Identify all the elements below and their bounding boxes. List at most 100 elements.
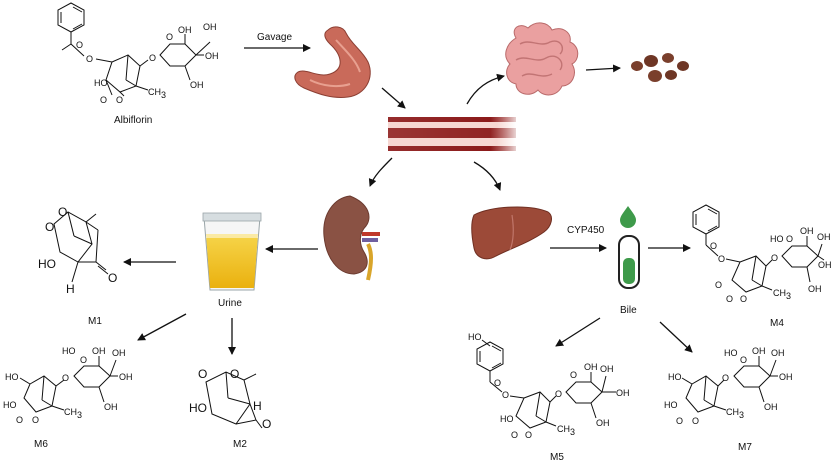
svg-text:O: O: [262, 417, 271, 431]
svg-text:O: O: [715, 280, 722, 290]
label-bile: Bile: [620, 305, 637, 316]
svg-text:O: O: [45, 220, 54, 234]
blood-vessel: [388, 117, 516, 151]
label-m4: M4: [770, 318, 784, 329]
svg-text:3: 3: [161, 90, 166, 100]
svg-text:OH: OH: [584, 362, 598, 372]
svg-text:OH: OH: [596, 418, 610, 428]
svg-text:OH: OH: [112, 348, 126, 358]
svg-text:OH: OH: [178, 25, 192, 35]
svg-text:OH: OH: [190, 80, 204, 90]
svg-text:O: O: [100, 95, 107, 105]
label-m6: M6: [34, 439, 48, 450]
svg-text:OH: OH: [764, 402, 778, 412]
urine-cup-illustration: [202, 212, 262, 291]
svg-text:O: O: [740, 355, 747, 365]
svg-text:HO: HO: [5, 372, 19, 382]
svg-text:O: O: [726, 294, 733, 304]
label-m7: M7: [738, 442, 752, 453]
bile-tube-illustration: [618, 206, 640, 289]
label-m1: M1: [88, 316, 102, 327]
m6-structure: HO HO O O CH 3 O O OH HO OH OH OH: [3, 346, 133, 425]
svg-text:H: H: [66, 282, 75, 296]
arrow-stomach-vessel: [381, 87, 406, 109]
arrow-urine-m6: [137, 313, 187, 341]
svg-text:O: O: [62, 373, 69, 383]
svg-text:O: O: [692, 416, 699, 426]
m7-structure: HO HO O O CH 3 O O OH HO OH OH OH: [664, 346, 793, 426]
svg-text:OH: OH: [800, 226, 814, 236]
svg-text:3: 3: [739, 410, 744, 420]
svg-text:OH: OH: [104, 402, 118, 412]
label-albiflorin: Albiflorin: [114, 115, 152, 126]
svg-text:O: O: [149, 53, 156, 63]
m1-structure: O O O HO H: [38, 205, 117, 296]
svg-text:OH: OH: [752, 346, 766, 356]
svg-text:O: O: [710, 241, 717, 251]
svg-text:O: O: [198, 367, 207, 381]
svg-text:CH: CH: [773, 288, 786, 298]
svg-text:3: 3: [786, 291, 791, 301]
svg-text:O: O: [116, 95, 123, 105]
albiflorin-structure: O O HO O O CH 3 O O OH OH OH OH: [57, 2, 219, 105]
arrow-bile-m5: [555, 317, 601, 347]
arrow-intestine-feces: [585, 64, 621, 73]
svg-text:3: 3: [570, 427, 575, 437]
svg-text:OH: OH: [817, 232, 831, 242]
svg-text:CH: CH: [726, 407, 739, 417]
svg-text:OH: OH: [818, 260, 832, 270]
arrow-vessel-liver: [473, 161, 502, 191]
svg-text:HO: HO: [664, 400, 678, 410]
svg-text:O: O: [58, 205, 67, 219]
feces-illustration: [631, 53, 689, 82]
svg-text:O: O: [525, 430, 532, 440]
kidney-illustration: [323, 195, 380, 281]
svg-text:OH: OH: [616, 388, 630, 398]
m4-structure: O O O O O CH 3 O O OH HO OH OH OH: [692, 204, 832, 304]
stomach-illustration: [294, 26, 371, 98]
svg-text:HO: HO: [94, 78, 108, 88]
svg-text:3: 3: [77, 410, 82, 420]
svg-text:CH: CH: [148, 87, 161, 97]
svg-text:HO: HO: [38, 257, 56, 271]
intestine-illustration: [505, 22, 579, 96]
arrow-bile-m7: [659, 321, 693, 353]
svg-text:OH: OH: [92, 346, 106, 356]
svg-text:OH: OH: [203, 22, 217, 32]
label-m5: M5: [550, 452, 564, 463]
svg-text:O: O: [511, 430, 518, 440]
svg-text:O: O: [494, 378, 501, 388]
svg-text:O: O: [676, 416, 683, 426]
svg-text:HO: HO: [468, 332, 482, 342]
svg-text:O: O: [86, 54, 93, 64]
svg-text:OH: OH: [600, 364, 614, 374]
svg-text:O: O: [230, 367, 239, 381]
svg-text:OH: OH: [771, 348, 785, 358]
svg-text:OH: OH: [808, 284, 822, 294]
svg-text:CH: CH: [64, 407, 77, 417]
label-m2: M2: [233, 439, 247, 450]
liver-illustration: [471, 206, 552, 260]
svg-text:O: O: [76, 40, 83, 50]
svg-text:OH: OH: [779, 372, 793, 382]
svg-text:HO: HO: [770, 234, 784, 244]
svg-text:O: O: [166, 32, 173, 42]
svg-text:O: O: [32, 415, 39, 425]
svg-text:O: O: [555, 389, 562, 399]
label-cyp450: CYP450: [567, 225, 605, 236]
svg-text:O: O: [740, 294, 747, 304]
m2-structure: O O HO H O: [189, 367, 271, 431]
svg-text:O: O: [108, 271, 117, 285]
m5-structure: HO O O HO O O CH 3 O O OH OH OH OH: [468, 332, 630, 440]
label-urine: Urine: [218, 298, 242, 309]
label-gavage: Gavage: [257, 32, 292, 43]
svg-text:O: O: [16, 415, 23, 425]
svg-text:HO: HO: [668, 372, 682, 382]
svg-text:HO: HO: [500, 414, 514, 424]
svg-text:HO: HO: [724, 348, 738, 358]
svg-text:HO: HO: [3, 400, 17, 410]
svg-text:O: O: [722, 373, 729, 383]
svg-text:O: O: [80, 355, 87, 365]
svg-text:OH: OH: [119, 372, 133, 382]
